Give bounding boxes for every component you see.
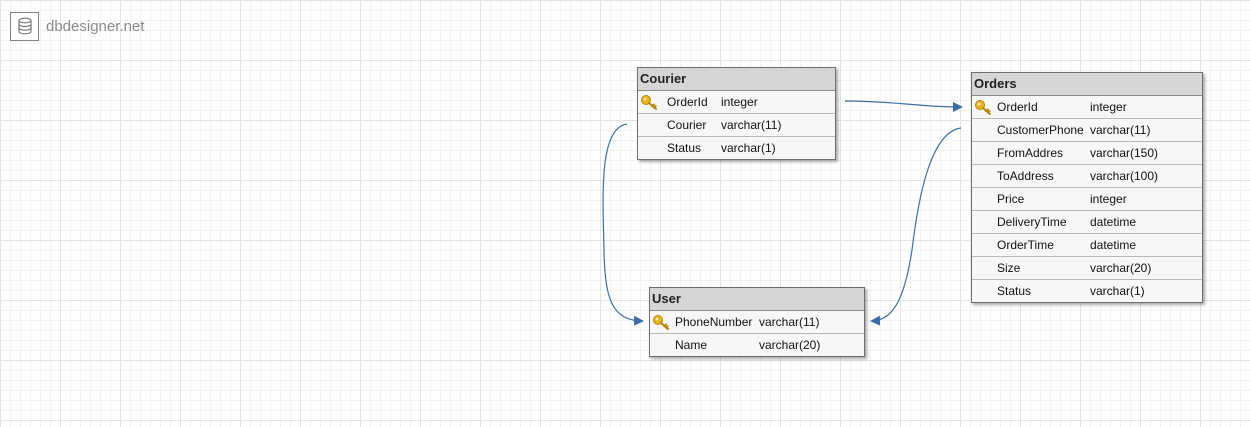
table-row[interactable]: Name varchar(20) xyxy=(650,334,864,356)
column-type: datetime xyxy=(1090,238,1137,252)
table-row[interactable]: ToAddress varchar(100) xyxy=(972,165,1202,188)
logo-text: dbdesigner.net xyxy=(46,17,145,35)
column-type: integer xyxy=(1090,192,1127,206)
link-orders-user[interactable] xyxy=(870,127,962,326)
app-logo[interactable]: dbdesigner.net xyxy=(10,10,144,42)
table-row[interactable]: Status varchar(1) xyxy=(638,137,835,159)
column-name: Name xyxy=(675,338,708,352)
database-icon xyxy=(10,11,39,41)
column-type: varchar(11) xyxy=(1090,123,1151,137)
column-name: OrderTime xyxy=(997,238,1054,252)
column-type: varchar(20) xyxy=(759,338,821,352)
column-type: varchar(1) xyxy=(1090,284,1145,298)
column-name: DeliveryTime xyxy=(997,215,1067,229)
table-row[interactable]: Price integer xyxy=(972,188,1202,211)
column-type: varchar(100) xyxy=(1090,169,1159,183)
table-orders[interactable]: Orders OrderId integer CustomerPhone var… xyxy=(971,72,1203,303)
column-name: Courier xyxy=(667,118,707,132)
column-name: FromAddres xyxy=(997,146,1064,160)
table-title[interactable]: User xyxy=(650,288,864,311)
table-row[interactable]: Status varchar(1) xyxy=(972,280,1202,302)
table-row[interactable]: FromAddres varchar(150) xyxy=(972,142,1202,165)
column-type: integer xyxy=(1090,100,1127,114)
column-type: integer xyxy=(721,95,758,109)
table-row[interactable]: CustomerPhone varchar(11) xyxy=(972,119,1202,142)
column-type: varchar(1) xyxy=(721,141,776,155)
table-title[interactable]: Courier xyxy=(638,68,835,91)
column-name: Size xyxy=(997,261,1021,275)
column-type: varchar(11) xyxy=(721,118,782,132)
column-name: Status xyxy=(997,284,1032,298)
table-row[interactable]: OrderId integer xyxy=(972,96,1202,119)
column-name: Price xyxy=(997,192,1025,206)
link-courier-orders[interactable] xyxy=(844,100,963,112)
table-row[interactable]: DeliveryTime datetime xyxy=(972,211,1202,234)
table-user[interactable]: User PhoneNumber varchar(11) Name varcha… xyxy=(649,287,865,357)
key-icon xyxy=(974,99,992,115)
column-type: varchar(11) xyxy=(759,315,820,329)
table-row[interactable]: Courier varchar(11) xyxy=(638,114,835,137)
column-name: OrderId xyxy=(667,95,708,109)
column-name: ToAddress xyxy=(997,169,1054,183)
key-icon xyxy=(652,314,670,330)
link-courier-user[interactable] xyxy=(602,123,644,326)
column-name: PhoneNumber xyxy=(675,315,753,329)
table-row[interactable]: OrderTime datetime xyxy=(972,234,1202,257)
table-row[interactable]: PhoneNumber varchar(11) xyxy=(650,311,864,334)
column-type: varchar(20) xyxy=(1090,261,1152,275)
column-name: CustomerPhone xyxy=(997,123,1084,137)
table-title[interactable]: Orders xyxy=(972,73,1202,96)
table-row[interactable]: Size varchar(20) xyxy=(972,257,1202,280)
column-name: Status xyxy=(667,141,702,155)
table-courier[interactable]: Courier OrderId integer Courier varchar(… xyxy=(637,67,836,160)
key-icon xyxy=(640,94,658,110)
column-type: datetime xyxy=(1090,215,1137,229)
column-type: varchar(150) xyxy=(1090,146,1159,160)
table-row[interactable]: OrderId integer xyxy=(638,91,835,114)
column-name: OrderId xyxy=(997,100,1038,114)
